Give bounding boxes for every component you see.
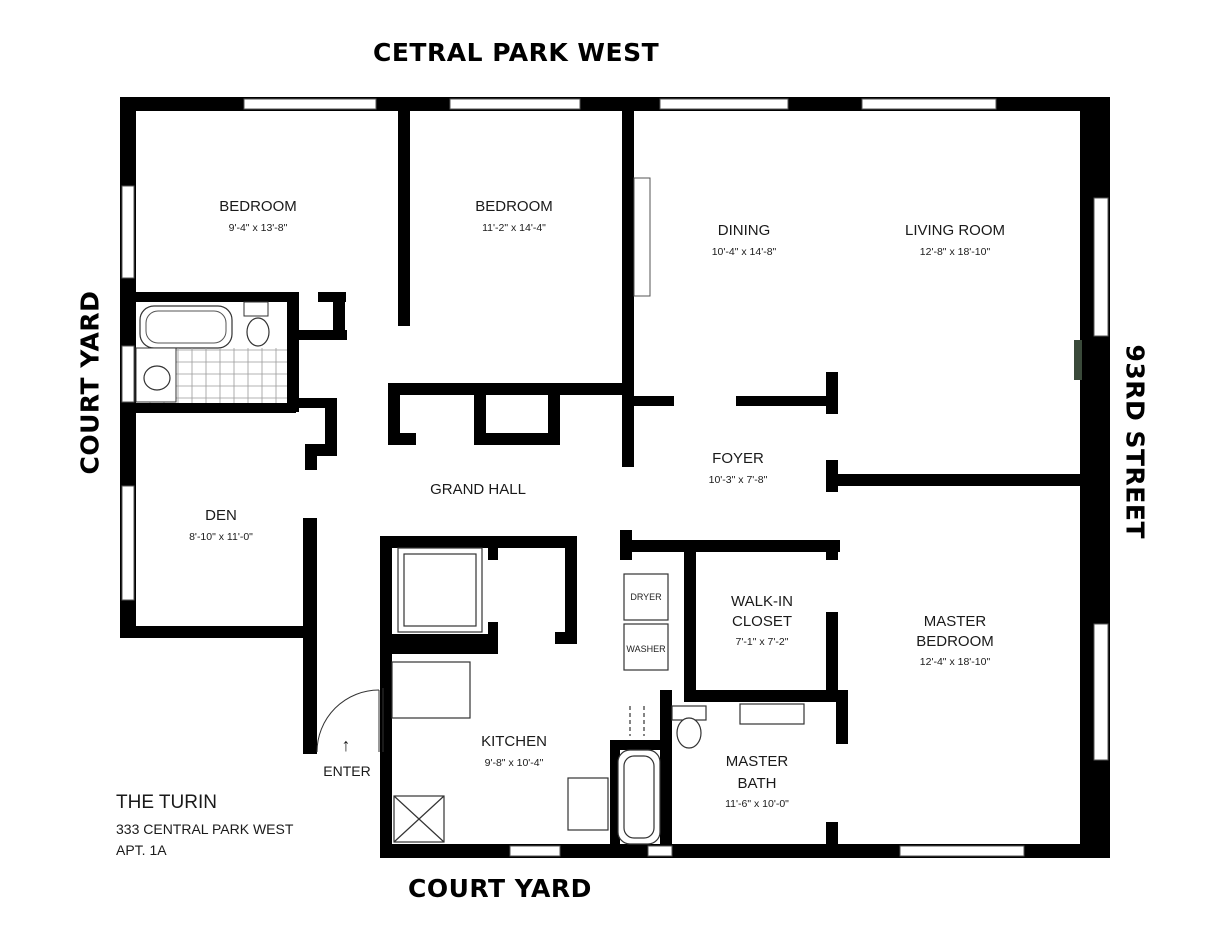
kitchen-fridge-right: [488, 546, 498, 560]
street-left: COURT YARD: [75, 290, 105, 475]
den-hall-stub-1: [296, 398, 336, 408]
kitchen-stub: [565, 536, 577, 644]
bath-right-wall: [287, 292, 299, 412]
den-hall-stub-2: [325, 398, 337, 456]
foyer-master-wall: [826, 474, 1082, 486]
entry-door: [316, 688, 384, 753]
den-hall-stub-4: [305, 444, 317, 470]
closet-right: [622, 383, 634, 467]
room-foyer-name: FOYER: [712, 450, 764, 467]
entry-label: ENTER: [323, 763, 371, 779]
closet-lower-stub: [400, 433, 416, 445]
closet-a-left: [388, 383, 400, 445]
fireplace: [633, 177, 651, 297]
shower-top: [610, 740, 670, 750]
building-address: 333 CENTRAL PARK WEST: [116, 821, 294, 837]
window-right-2: [1093, 623, 1109, 761]
window-bottom-1: [509, 845, 561, 857]
building-name: THE TURIN: [116, 792, 217, 813]
dining-living-wall: [736, 396, 836, 406]
street-top: CETRAL PARK WEST: [373, 38, 660, 67]
wall-bed1-bed2: [398, 111, 410, 326]
window-top-3: [659, 98, 789, 110]
closet-mid-2: [548, 383, 560, 445]
room-foyer-dim: 10'-3" x 7'-8": [708, 474, 768, 486]
window-top-1: [243, 98, 377, 110]
closet-stub-2: [333, 292, 345, 340]
entry-arrow-icon: ↑: [341, 735, 351, 755]
entry-left-wall: [303, 518, 317, 754]
closet-right-wall: [826, 540, 838, 560]
room-master-bed-dim: 12'-4" x 18'-10": [919, 656, 991, 668]
shower-left: [610, 740, 620, 858]
dining-living-post: [826, 372, 838, 414]
street-right: 93RD STREET: [1120, 344, 1150, 540]
closet-stub-3: [318, 292, 346, 302]
window-bottom-3: [899, 845, 1025, 857]
master-bath-fixtures: [617, 703, 805, 845]
wall-bed2-dining: [622, 111, 634, 393]
closet-stub-1: [299, 330, 347, 340]
room-grand-hall-name: GRAND HALL: [430, 481, 526, 498]
window-top-2: [449, 98, 581, 110]
room-walkin-dim: 7'-1" x 7'-2": [735, 636, 789, 648]
closet-row-wall: [388, 383, 634, 395]
hall-bath-fixtures: [135, 301, 287, 403]
closet-bottom: [474, 433, 560, 445]
window-top-4: [861, 98, 997, 110]
room-walkin-name-1: WALK-IN: [731, 593, 793, 610]
kitchen-top-wall: [380, 536, 576, 548]
laundry-right-wall: [684, 540, 696, 702]
radiator-right: [1074, 340, 1082, 380]
master-bath-bottom-post: [826, 822, 838, 852]
window-left-1: [121, 185, 135, 279]
window-left-bath: [121, 345, 135, 403]
bath-bottom-wall: [136, 403, 296, 413]
kitchen-counter-post: [488, 622, 498, 636]
foyer-foyer-stub: [634, 396, 674, 406]
room-bedroom-2-name: BEDROOM: [475, 198, 553, 215]
room-master-bath-name-2: BATH: [737, 775, 777, 792]
room-bedroom-2-dim: 11'-2" x 14'-4": [482, 222, 546, 234]
closet-mid-1: [474, 383, 486, 445]
room-master-bath-dim: 11'-6" x 10'-0": [725, 798, 789, 810]
room-den-name: DEN: [205, 507, 237, 524]
washer-label: WASHER: [626, 644, 666, 654]
laundry-wall-top: [620, 540, 840, 552]
den-bottom-wall: [120, 626, 310, 638]
dryer-label: DRYER: [630, 592, 662, 602]
room-bedroom-1-name: BEDROOM: [219, 198, 297, 215]
bath-left-wall: [660, 690, 672, 858]
room-den-dim: 8'-10" x 11'-0": [189, 531, 253, 543]
foyer-right-post: [826, 460, 838, 492]
building-unit: APT. 1A: [116, 842, 167, 858]
street-bottom: COURT YARD: [408, 874, 592, 903]
bath-right-wall: [836, 690, 848, 744]
kitchen-fixtures: [391, 547, 609, 843]
room-kitchen-dim: 9'-8" x 10'-4": [484, 757, 544, 769]
room-master-bath-name-1: MASTER: [725, 753, 789, 770]
room-kitchen-name: KITCHEN: [481, 733, 547, 750]
bath-top-wall: [136, 292, 296, 302]
room-dining-dim: 10'-4" x 14'-8": [711, 246, 777, 258]
room-bedroom-1-dim: 9'-4" x 13'-8": [228, 222, 288, 234]
window-right-1: [1093, 197, 1109, 337]
window-bottom-2: [647, 845, 673, 857]
room-master-bed-name-2: BEDROOM: [916, 633, 994, 650]
closet-bottom-wall: [684, 690, 836, 702]
kitchen-left-wall: [380, 536, 392, 858]
laundry-left-wall: [620, 530, 632, 560]
laundry: [623, 573, 669, 671]
room-master-bed-name-1: MASTER: [923, 613, 987, 630]
room-walkin-name-2: CLOSET: [731, 613, 793, 630]
room-dining-name: DINING: [717, 222, 771, 239]
room-living-dim: 12'-8" x 18'-10": [919, 246, 991, 258]
room-living-name: LIVING ROOM: [904, 222, 1006, 239]
kitchen-counter-block: [388, 634, 498, 654]
closet-right-wall-2: [826, 612, 838, 692]
kitchen-stub2: [555, 632, 577, 644]
window-left-2: [121, 485, 135, 601]
